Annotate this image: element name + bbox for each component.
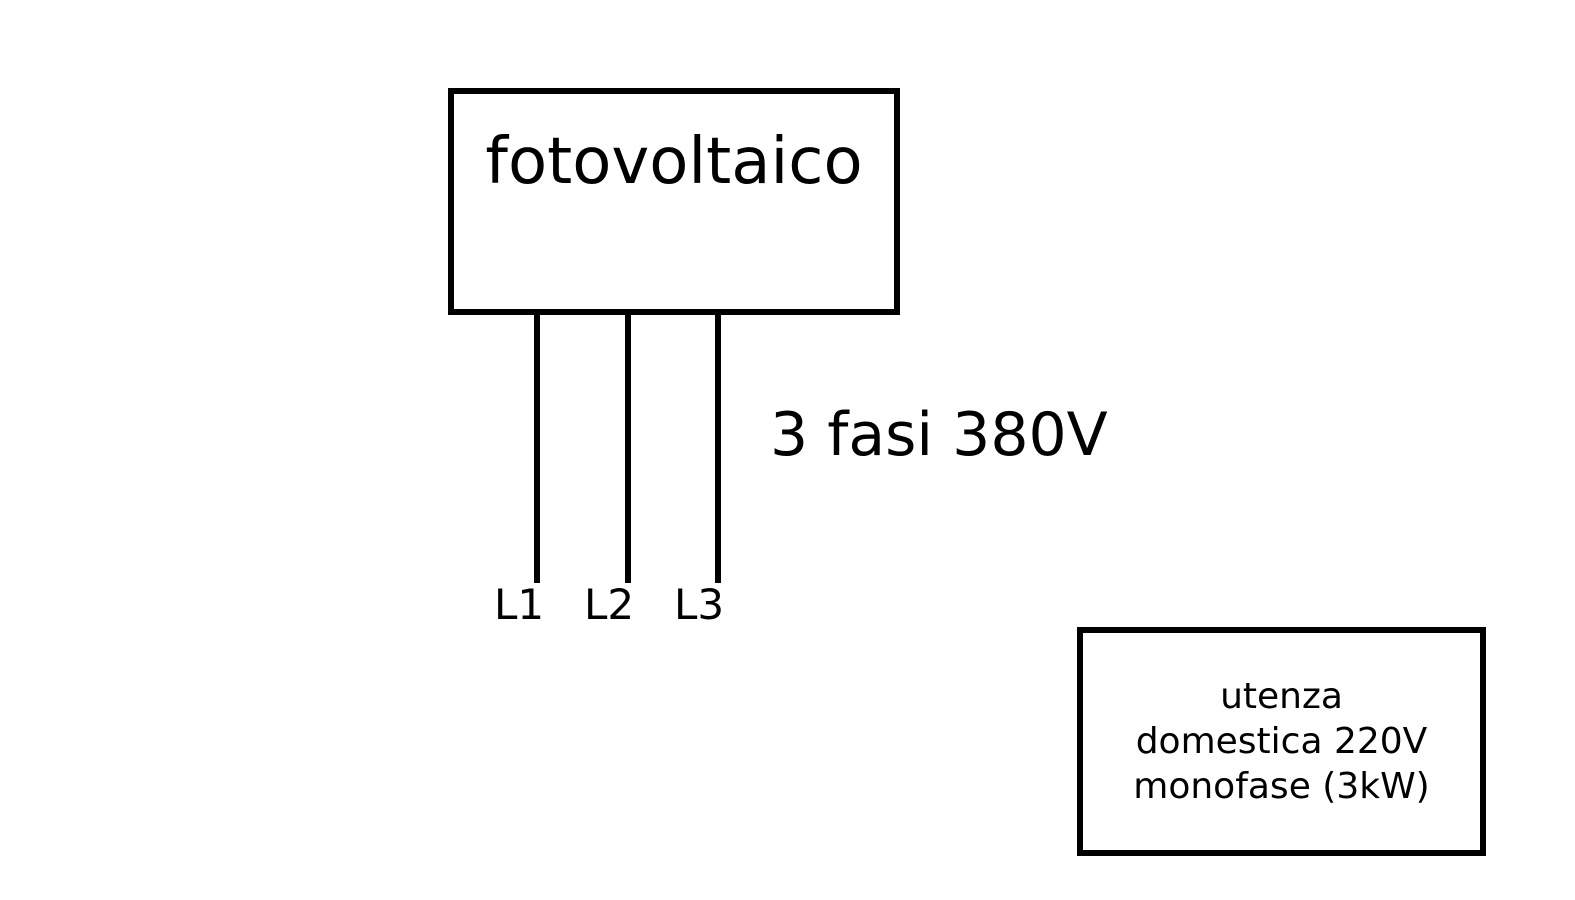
photovoltaic-source-label: fotovoltaico: [485, 125, 863, 199]
phase-label-l3: L3: [674, 580, 725, 629]
load-box-text-line-1: utenza: [1220, 676, 1343, 717]
phase-label-l1: L1: [494, 580, 545, 629]
load-box-text-line-2: domestica 220V: [1135, 721, 1428, 762]
phase-line-l1: [534, 315, 540, 583]
photovoltaic-source-box: fotovoltaico: [448, 88, 900, 315]
three-phase-bus-label: 3 fasi 380V: [770, 400, 1108, 470]
phase-line-l2: [625, 315, 631, 583]
load-box-text-line-3: monofase (3kW): [1133, 766, 1430, 807]
domestic-load-box: utenza domestica 220V monofase (3kW): [1077, 627, 1486, 856]
phase-line-l3: [715, 315, 721, 583]
phase-label-l2: L2: [584, 580, 635, 629]
